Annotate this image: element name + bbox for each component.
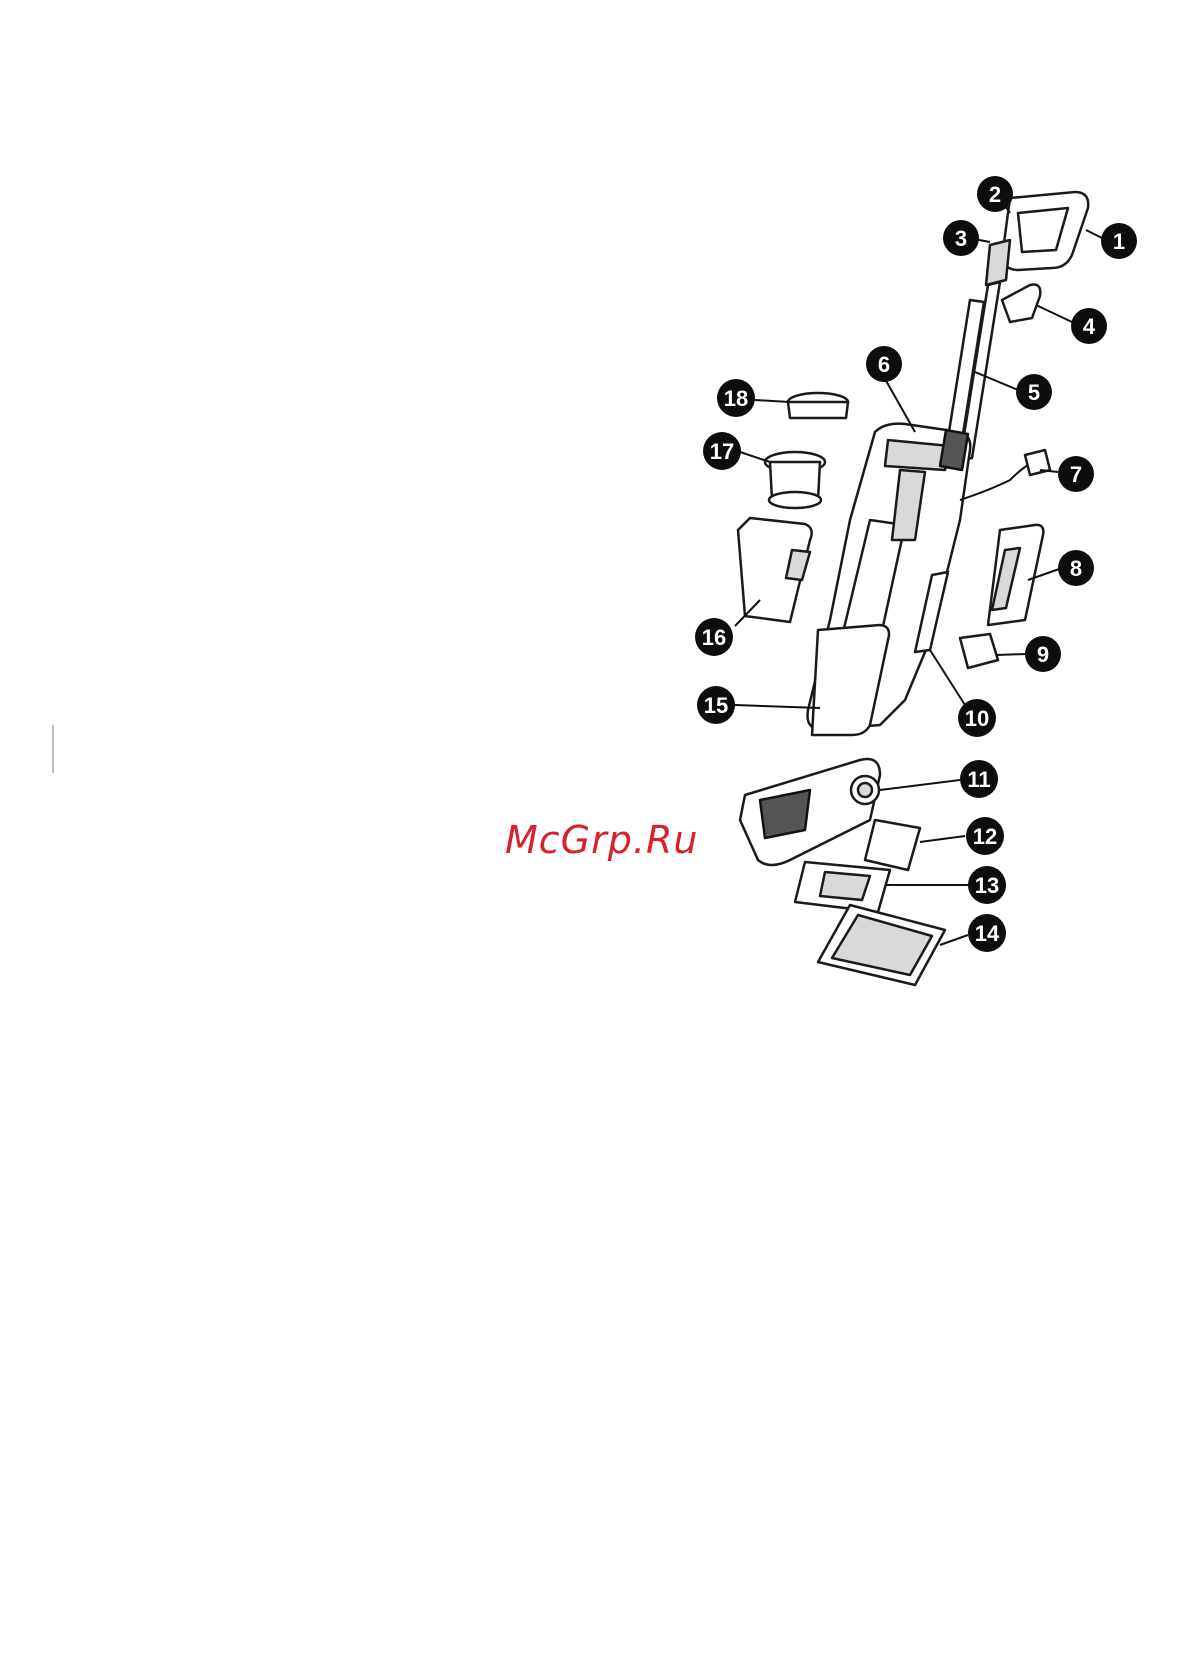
callout-2-label: 2 xyxy=(989,182,1001,207)
watermark-text: McGrp.Ru xyxy=(505,818,698,862)
callout-6-label: 6 xyxy=(878,352,890,377)
callout-8: 8 xyxy=(1058,550,1094,586)
callout-5: 5 xyxy=(1016,374,1052,410)
callout-8-label: 8 xyxy=(1070,556,1082,581)
water-tank-part xyxy=(738,518,812,622)
cleaning-tray-part xyxy=(818,905,945,985)
mop-pad-part xyxy=(865,820,920,870)
callout-7: 7 xyxy=(1058,456,1094,492)
callout-2: 2 xyxy=(977,176,1013,212)
mop-tray-part xyxy=(795,862,890,912)
callout-12-label: 12 xyxy=(973,824,997,849)
trigger-part xyxy=(1002,284,1040,322)
callout-13-label: 13 xyxy=(975,873,999,898)
callout-3: 3 xyxy=(943,220,979,256)
callout-18-label: 18 xyxy=(724,386,748,411)
callout-4-label: 4 xyxy=(1083,314,1096,339)
callout-16: 16 xyxy=(695,618,733,656)
floor-head-part xyxy=(740,759,880,865)
callout-11-label: 11 xyxy=(967,767,990,792)
callout-4: 4 xyxy=(1071,308,1107,344)
filter-part xyxy=(765,452,825,508)
callout-14: 14 xyxy=(968,914,1006,952)
callout-13: 13 xyxy=(968,866,1006,904)
callout-17: 17 xyxy=(703,432,741,470)
callout-14-label: 14 xyxy=(975,921,1000,946)
battery-part xyxy=(988,525,1043,625)
callout-9: 9 xyxy=(1025,636,1061,672)
callout-10: 10 xyxy=(958,699,996,737)
callout-17-label: 17 xyxy=(710,439,734,464)
charger-cable-part xyxy=(960,450,1050,500)
filter-cap-part xyxy=(788,393,848,418)
callout-6: 6 xyxy=(866,346,902,382)
callout-11: 11 xyxy=(960,760,998,798)
callout-10-label: 10 xyxy=(965,706,989,731)
adapter-part xyxy=(960,634,998,668)
callout-3-label: 3 xyxy=(955,226,967,251)
callout-1-label: 1 xyxy=(1113,229,1125,254)
callout-5-label: 5 xyxy=(1028,380,1040,405)
callout-1: 1 xyxy=(1101,223,1137,259)
callout-16-label: 16 xyxy=(702,625,726,650)
callout-15-label: 15 xyxy=(704,693,728,718)
callout-7-label: 7 xyxy=(1070,462,1082,487)
callout-18: 18 xyxy=(717,379,755,417)
callout-15: 15 xyxy=(697,686,735,724)
callout-9-label: 9 xyxy=(1037,642,1049,667)
callout-12: 12 xyxy=(966,817,1004,855)
